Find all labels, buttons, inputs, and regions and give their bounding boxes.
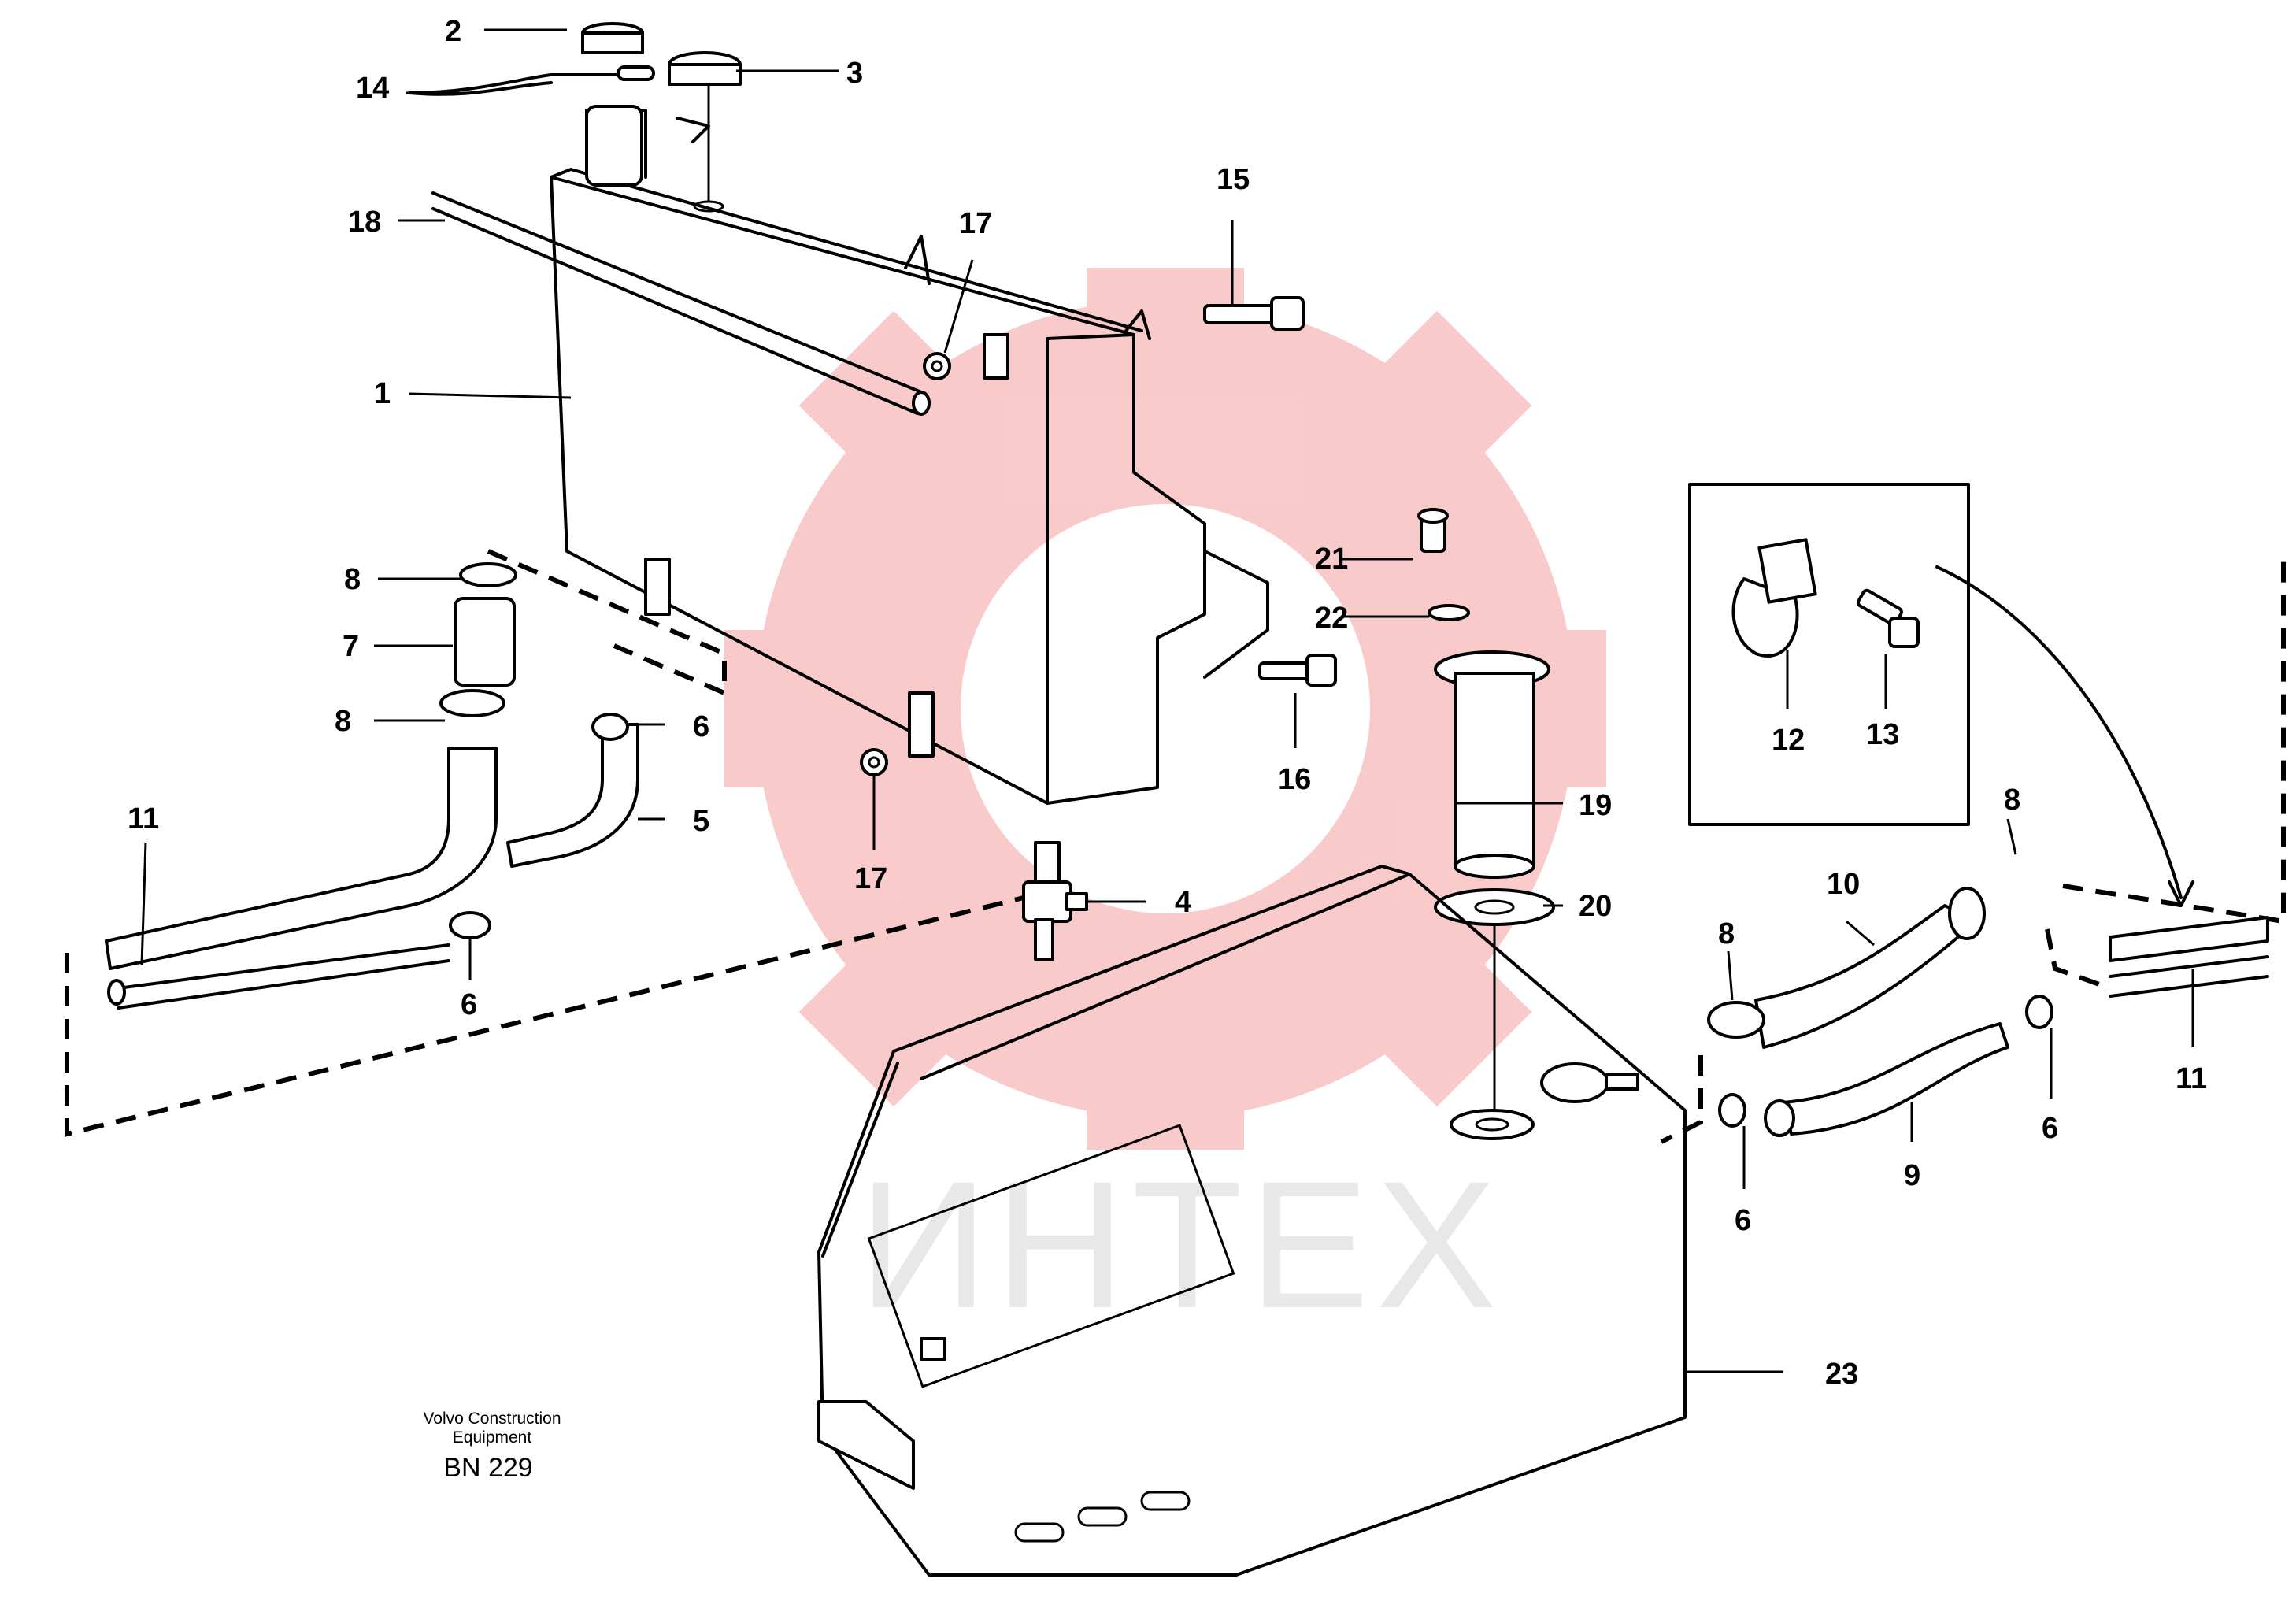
label-2: 2 (445, 15, 461, 48)
watermark-text: ИНТЕХ (858, 1143, 1503, 1346)
drain-valve (1022, 841, 1088, 961)
label-10: 10 (1827, 868, 1860, 901)
label-17a: 17 (959, 207, 992, 240)
label-14: 14 (356, 72, 389, 105)
label-7: 7 (343, 630, 359, 663)
bolt-16 (1258, 654, 1337, 687)
label-6d: 6 (1735, 1204, 1751, 1237)
caption-code: BN 229 (443, 1453, 532, 1483)
label-23: 23 (1825, 1358, 1858, 1391)
expansion-tank (409, 109, 1269, 805)
right-hose-assembly (1660, 551, 2286, 1144)
caption-line2: Equipment (453, 1428, 532, 1447)
label-22: 22 (1315, 602, 1348, 635)
label-21: 21 (1315, 543, 1348, 576)
caption: Volvo Construction Equipment BN 229 (423, 1410, 561, 1483)
label-4: 4 (1175, 886, 1191, 919)
caption-line1: Volvo Construction (423, 1410, 561, 1428)
level-sender (1417, 508, 1555, 1126)
label-16: 16 (1278, 763, 1311, 796)
label-11a: 11 (128, 802, 159, 835)
fuel-tank (817, 865, 1687, 1577)
label-11b: 11 (2176, 1062, 2207, 1095)
label-12: 12 (1772, 724, 1805, 757)
label-6a: 6 (693, 710, 709, 743)
filler-neck-and-caps (408, 22, 742, 213)
label-3: 3 (846, 57, 863, 90)
label-8c: 8 (2004, 784, 2020, 817)
left-hose-assembly (65, 549, 1024, 1137)
inset-clamp-detail (1688, 483, 2194, 907)
label-18: 18 (348, 206, 381, 239)
label-9: 9 (1904, 1159, 1920, 1192)
label-6c: 6 (2042, 1112, 2058, 1145)
label-13: 13 (1866, 718, 1899, 751)
label-17b: 17 (854, 862, 887, 895)
label-1: 1 (374, 377, 391, 410)
leader-lines (140, 28, 2194, 1373)
part-labels: 2 3 14 18 17 15 1 21 22 16 19 20 4 17 8 … (128, 15, 2207, 1391)
strap (431, 191, 931, 416)
washers-17 (860, 352, 951, 776)
label-20: 20 (1579, 890, 1612, 923)
bolt-15 (1203, 296, 1305, 331)
label-6b: 6 (461, 988, 477, 1021)
label-8d: 8 (1718, 917, 1735, 950)
label-8b: 8 (335, 705, 351, 738)
label-15: 15 (1217, 163, 1250, 196)
label-19: 19 (1579, 789, 1612, 822)
label-5: 5 (693, 805, 709, 838)
label-8a: 8 (344, 563, 361, 596)
